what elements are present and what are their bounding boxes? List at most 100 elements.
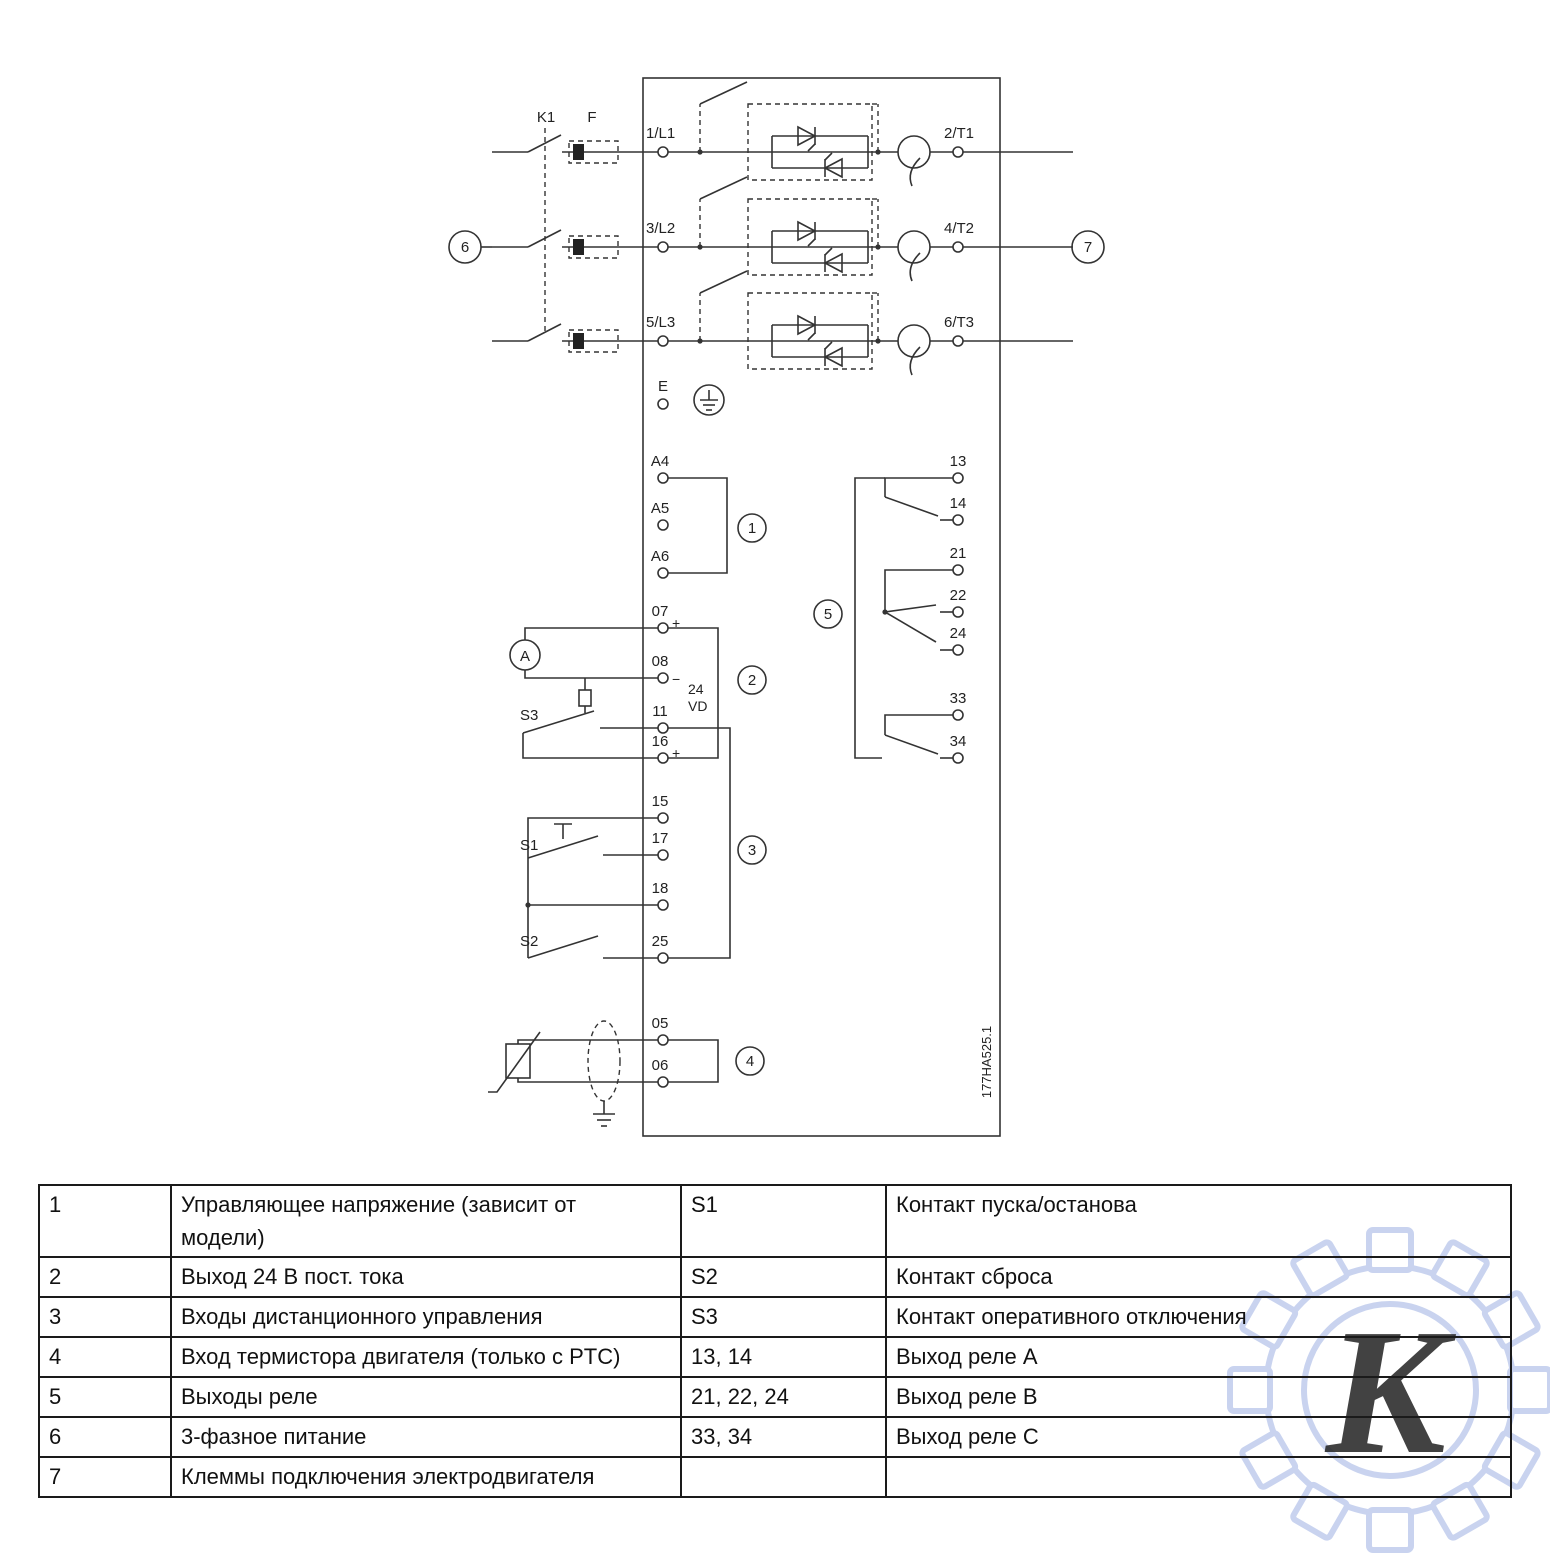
earth-terminal: E (657, 378, 725, 416)
plus-sign-16: + (672, 745, 680, 761)
legend-num: 7 (38, 1456, 172, 1498)
legend-desc2 (885, 1456, 1512, 1498)
terminal-label-a4: A4 (651, 453, 669, 470)
dc-label-line1: 24 (688, 681, 704, 697)
cable-shield-icon (587, 1020, 621, 1102)
terminal-label-2t1: 2/T1 (944, 125, 974, 142)
terminal-label-17: 17 (652, 830, 669, 847)
power-section: K1 F 1/L1 3/L2 5/L3 2/T1 4/T2 6/T3 (481, 81, 1074, 376)
legend-desc2: Контакт пуска/останова (885, 1184, 1512, 1258)
legend-num: 4 (38, 1336, 172, 1378)
minus-sign-08: − (672, 671, 680, 687)
switch-label-s2: S2 (520, 933, 538, 950)
terminal-label-15: 15 (652, 793, 669, 810)
svg-text:6: 6 (461, 239, 469, 256)
legend-num: 5 (38, 1376, 172, 1418)
legend-desc2: Выход реле C (885, 1416, 1512, 1458)
legend-num: 2 (38, 1256, 172, 1298)
legend-code: S1 (680, 1184, 887, 1258)
terminal-label-5l3: 5/L3 (646, 314, 675, 331)
svg-text:5: 5 (824, 606, 832, 623)
s1-contact-blade (527, 835, 599, 859)
terminal-label-22: 22 (950, 587, 967, 604)
svg-text:2: 2 (748, 672, 756, 689)
terminal-label-24: 24 (950, 625, 967, 642)
legend-desc2: Выход реле A (885, 1336, 1512, 1378)
legend-row-3: 3 Входы дистанционного управления S3 Кон… (38, 1296, 1512, 1338)
terminal-label-a5: A5 (651, 500, 669, 517)
legend-table: 1 Управляющее напряжение (зависит от мод… (38, 1184, 1512, 1498)
bracket-4 (668, 1039, 719, 1083)
terminal-label-33: 33 (950, 690, 967, 707)
legend-desc2: Выход реле B (885, 1376, 1512, 1418)
contactor-label: K1 (537, 109, 555, 126)
bracket-2 (668, 627, 719, 759)
callout-3: 3 (737, 835, 767, 865)
legend-desc: Выход 24 В пост. тока (170, 1256, 682, 1298)
callout-5: 5 (813, 599, 843, 629)
legend-desc: Вход термистора двигателя (только с PTC) (170, 1336, 682, 1378)
ammeter-circuit: A (509, 627, 658, 713)
terminal-label-1l1: 1/L1 (646, 125, 675, 142)
enclosure-code: 177HA525.1 (979, 1026, 994, 1098)
dc-output-section: 07 + 08 − 16 + 24 VD 2 (652, 603, 767, 764)
ground-icon (693, 384, 725, 416)
terminal-label-18: 18 (652, 880, 669, 897)
inline-fuse-icon (578, 678, 592, 713)
legend-desc: 3-фазное питание (170, 1416, 682, 1458)
terminal-label-08: 08 (652, 653, 669, 670)
relay-outputs-section: 13 14 21 22 24 33 34 (813, 453, 967, 764)
earth-label: E (658, 378, 668, 395)
legend-desc: Клеммы подключения электродвигателя (170, 1456, 682, 1498)
callout-4: 4 (735, 1046, 765, 1076)
terminal-label-21: 21 (950, 545, 967, 562)
terminal-label-07: 07 (652, 603, 669, 620)
ammeter-icon: A (509, 639, 541, 671)
svg-text:A: A (520, 648, 530, 665)
s1-s2-circuit: S1 S2 (520, 817, 658, 959)
legend-code (680, 1456, 887, 1498)
legend-desc2: Контакт сброса (885, 1256, 1512, 1298)
phase-row-l3 (491, 270, 1074, 376)
legend-row-7: 7 Клеммы подключения электродвигателя (38, 1456, 1512, 1498)
bracket-1 (668, 477, 728, 574)
legend: 1 Управляющее напряжение (зависит от мод… (38, 1184, 1512, 1498)
terminal-label-6t3: 6/T3 (944, 314, 974, 331)
legend-row-2: 2 Выход 24 В пост. тока S2 Контакт сброс… (38, 1256, 1512, 1298)
legend-row-1: 1 Управляющее напряжение (зависит от мод… (38, 1184, 1512, 1258)
s3-contact-blade (522, 710, 595, 734)
phase-row-l2 (491, 176, 1074, 282)
legend-row-4: 4 Вход термистора двигателя (только с PT… (38, 1336, 1512, 1378)
legend-code: 21, 22, 24 (680, 1376, 887, 1418)
legend-code: S2 (680, 1256, 887, 1298)
legend-row-6: 6 3-фазное питание 33, 34 Выход реле C (38, 1416, 1512, 1458)
legend-row-5: 5 Выходы реле 21, 22, 24 Выход реле B (38, 1376, 1512, 1418)
plus-sign-07: + (672, 615, 680, 631)
phase-row-l1 (491, 81, 1074, 187)
terminal-label-14: 14 (950, 495, 967, 512)
svg-text:1: 1 (748, 520, 756, 537)
enclosure-outline (642, 77, 1001, 1137)
terminal-label-25: 25 (652, 933, 669, 950)
s2-contact-blade (527, 935, 599, 959)
svg-text:4: 4 (746, 1053, 754, 1070)
terminal-label-4t2: 4/T2 (944, 220, 974, 237)
callout-6: 6 (448, 230, 482, 264)
terminal-label-13: 13 (950, 453, 967, 470)
legend-num: 3 (38, 1296, 172, 1338)
legend-desc: Управляющее напряжение (зависит от модел… (170, 1184, 682, 1258)
relay-a-contact (884, 477, 953, 521)
relay-c-contact (884, 714, 953, 759)
legend-code: 13, 14 (680, 1336, 887, 1378)
bracket-5 (854, 477, 885, 759)
dc-label-line2: VD (688, 698, 707, 714)
callout-7: 7 (1071, 230, 1105, 264)
legend-code: S3 (680, 1296, 887, 1338)
switch-label-s1: S1 (520, 837, 538, 854)
callout-2: 2 (737, 665, 767, 695)
fuse-label: F (587, 109, 596, 126)
control-voltage-terminals: A4 A5 A6 1 (651, 453, 767, 579)
svg-text:7: 7 (1084, 239, 1092, 256)
terminal-label-05: 05 (652, 1015, 669, 1032)
terminal-label-06: 06 (652, 1057, 669, 1074)
